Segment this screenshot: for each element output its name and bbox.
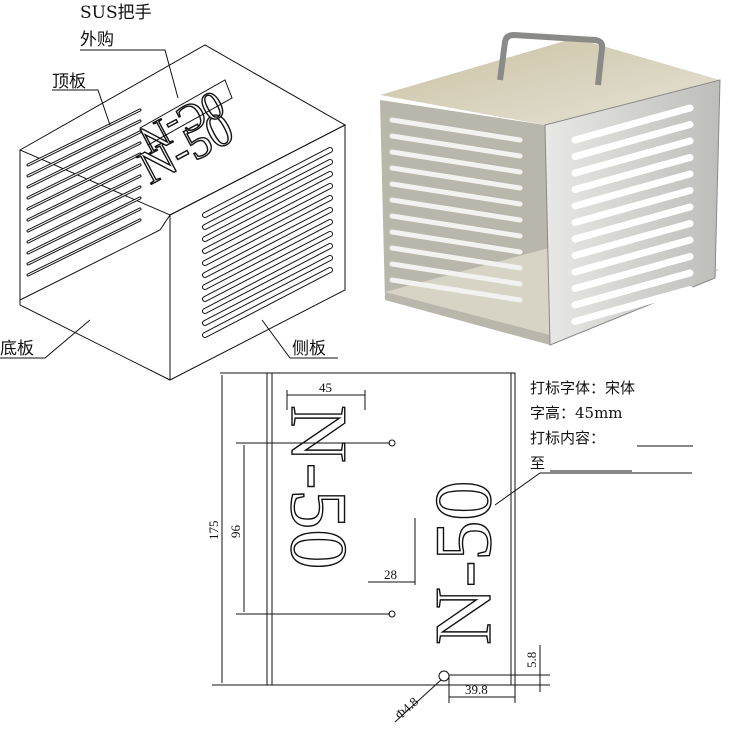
- slot: [203, 232, 332, 301]
- slot: [389, 213, 523, 239]
- handle-render: [497, 31, 606, 86]
- slot: [571, 269, 694, 309]
- slot: [571, 154, 694, 193]
- leader-bottom: [0, 319, 91, 359]
- slot: [571, 121, 694, 160]
- slot: [571, 220, 694, 259]
- note-font: 打标字体：宋体: [530, 379, 635, 397]
- slot: [27, 142, 141, 199]
- render-slots: [389, 104, 694, 325]
- slot: [203, 184, 332, 253]
- slot: [203, 196, 332, 265]
- leader-engraving: [494, 472, 692, 506]
- plate-drawing: N-50 N-50: [212, 372, 693, 723]
- slot: [389, 261, 523, 287]
- slot: [571, 236, 694, 276]
- note-height: 字高：45mm: [530, 404, 623, 422]
- slot: [27, 131, 141, 188]
- label-handle: SUS把手: [80, 3, 152, 23]
- slot: [27, 164, 141, 221]
- label-bottom-plate: 底板: [0, 339, 34, 359]
- dim-total-height: 175: [206, 521, 221, 541]
- dim-width: 45: [319, 380, 332, 395]
- handle-drawing: [139, 79, 233, 146]
- slot: [389, 181, 523, 207]
- label-handle-sub: 外购: [80, 30, 114, 50]
- leader-handle: [80, 49, 179, 99]
- slot: [571, 104, 694, 144]
- slot: [203, 148, 332, 217]
- note-content: 打标内容：: [530, 429, 605, 447]
- slot: [27, 186, 141, 243]
- slot: [389, 149, 523, 175]
- slot: [571, 170, 694, 210]
- leader-top: [52, 89, 111, 126]
- slot: [203, 160, 332, 229]
- side-slots: [202, 147, 333, 338]
- dim-edge-offset: 5.8: [524, 652, 539, 668]
- slot: [203, 220, 332, 289]
- leader-side: [261, 319, 338, 359]
- slot: [27, 109, 141, 166]
- slot: [27, 197, 141, 254]
- engraving-right-column: N-50: [420, 481, 508, 645]
- dim-gap: 28: [384, 567, 397, 582]
- label-top-plate: 顶板: [52, 72, 86, 92]
- leader-dia: [394, 679, 442, 723]
- dim-hole-x: 39.8: [465, 682, 488, 697]
- slot: [389, 197, 523, 223]
- slot: [389, 277, 523, 303]
- slot: [571, 203, 694, 243]
- slot: [571, 187, 694, 226]
- slot: [203, 256, 332, 325]
- slot: [203, 268, 332, 337]
- dim-hole-spacing: 96: [228, 525, 243, 539]
- engraving-left-column: N-50: [274, 405, 362, 569]
- slot: [27, 208, 141, 265]
- slot: [203, 172, 332, 241]
- dim-hole-diameter: Φ4.8: [392, 694, 421, 722]
- mount-hole: [438, 670, 450, 682]
- isometric-line-view: N-50 0C-N: [0, 44, 347, 381]
- plate-outline: [266, 372, 516, 686]
- note-to: 至: [530, 454, 545, 472]
- slot: [203, 244, 332, 313]
- rendered-view: [380, 31, 721, 346]
- slot: [389, 117, 523, 143]
- back-slots: [26, 108, 142, 277]
- slot: [27, 120, 141, 177]
- side-plate-outline: [169, 124, 346, 381]
- inner-edge: [19, 214, 171, 301]
- slot: [571, 137, 694, 177]
- label-side-plate: 侧板: [292, 339, 326, 359]
- slot: [389, 245, 523, 271]
- slot: [203, 208, 332, 277]
- top-plate-render: [380, 38, 720, 125]
- slot: [571, 253, 694, 292]
- slot: [571, 286, 694, 325]
- slot: [389, 133, 523, 159]
- bottom-plate-outline: [19, 150, 171, 381]
- slot: [27, 153, 141, 210]
- slot: [27, 219, 141, 276]
- slot: [27, 175, 141, 232]
- slot: [389, 229, 523, 255]
- slot: [389, 165, 523, 191]
